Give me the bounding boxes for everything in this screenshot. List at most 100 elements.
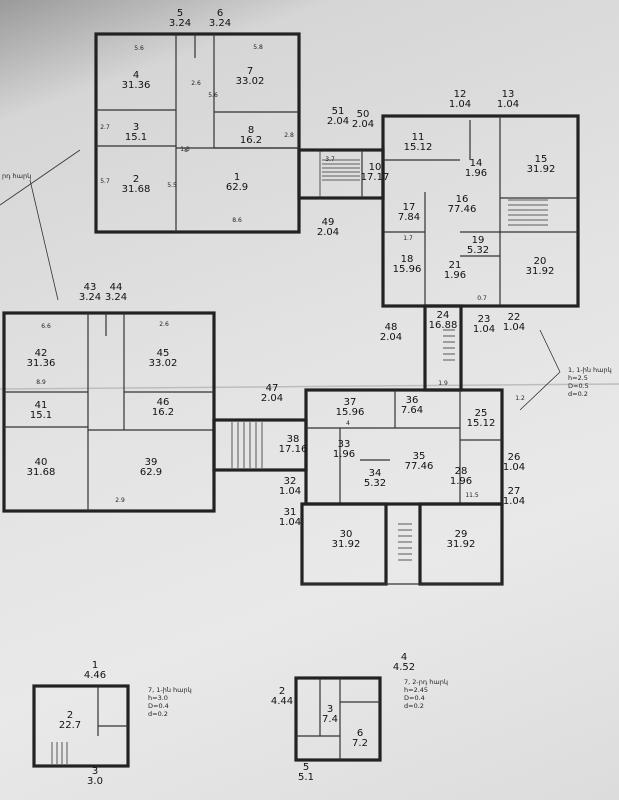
room-number: 17 [403, 202, 416, 213]
annex-room-area: 4.46 [84, 670, 106, 681]
annex-room-number: 2 [67, 710, 73, 721]
room-number: 1 [234, 172, 240, 183]
room-area: 31.68 [27, 467, 56, 478]
room-area: 2.04 [317, 227, 339, 238]
room-area: 16.88 [429, 320, 458, 331]
room-area: 1.04 [503, 462, 525, 473]
dimension-label: 5.7 [100, 178, 110, 185]
floor-note: D=0.5 [568, 382, 589, 390]
annex-1 [32, 684, 130, 768]
annex-room-area: 4.44 [271, 696, 293, 707]
room-number: 35 [413, 451, 426, 462]
room-area: 2.04 [380, 332, 402, 343]
room-area: 31.36 [27, 358, 56, 369]
room-area: 17.16 [279, 444, 308, 455]
room-area: 15.96 [393, 264, 422, 275]
room-area: 15.12 [404, 142, 433, 153]
room-number: 46 [157, 397, 170, 408]
room-number: 34 [369, 468, 382, 479]
room-area: 31.36 [122, 80, 151, 91]
room-number: 8 [248, 125, 254, 136]
room-number: 10 [369, 162, 382, 173]
dimension-label: 8 [184, 147, 188, 154]
annex-note: h=3.0 [148, 694, 168, 702]
annex-room-area: 4.52 [393, 662, 415, 673]
room-area: 5.32 [364, 478, 386, 489]
room-number: 23 [478, 314, 491, 325]
room-area: 1.96 [450, 476, 472, 487]
room-area: 1.04 [473, 324, 495, 335]
room-area: 31.68 [122, 184, 151, 195]
annex-note: D=0.4 [404, 694, 425, 702]
leader-line [0, 149, 81, 206]
floor-note: d=0.2 [568, 390, 588, 398]
room-area: 3.24 [209, 18, 231, 29]
dimension-label: 8.9 [36, 379, 46, 386]
room-number: 7 [247, 66, 253, 77]
upper-block-east [381, 114, 580, 308]
annex-room-area: 5.1 [298, 772, 314, 783]
room-area: 1.96 [465, 168, 487, 179]
room-number: 39 [145, 457, 158, 468]
annex-note: d=0.2 [404, 702, 424, 710]
dimension-label: 2.7 [100, 124, 110, 131]
fold-line [0, 383, 619, 390]
room-number: 15 [535, 154, 548, 165]
leader-line [519, 371, 561, 411]
annex-room-area: 7.2 [352, 738, 368, 749]
room-number: 30 [340, 529, 353, 540]
room-number: 43 [84, 282, 97, 293]
room-area: 31.92 [526, 266, 555, 277]
room-number: 48 [385, 322, 398, 333]
room-area: 33.02 [149, 358, 178, 369]
room-area: 1.96 [444, 270, 466, 281]
room-number: 4 [133, 70, 139, 81]
room-area: 31.92 [447, 539, 476, 550]
room-area: 3.24 [79, 292, 101, 303]
room-area: 7.64 [401, 405, 423, 416]
lower-block-east [300, 388, 504, 586]
room-number: 3 [133, 122, 139, 133]
dimension-label: 5.6 [134, 45, 144, 52]
annex-room-number: 3 [327, 704, 333, 715]
room-number: 2 [133, 174, 139, 185]
annex-room-number: 6 [357, 728, 363, 739]
dimension-label: 1.9 [438, 380, 448, 387]
room-area: 5.32 [467, 245, 489, 256]
room-number: 44 [110, 282, 123, 293]
dimension-label: 1.3 [180, 146, 190, 153]
room-number: 20 [534, 256, 547, 267]
room-area: 1.04 [503, 496, 525, 507]
lower-block-west [2, 311, 216, 513]
room-area: 1.04 [497, 99, 519, 110]
room-area: 2.04 [352, 119, 374, 130]
dimension-label: 0.7 [477, 295, 487, 302]
dimension-label: 6.6 [41, 323, 51, 330]
room-area: 2.04 [327, 116, 349, 127]
room-number: 11 [412, 132, 425, 143]
dimension-label: 11.5 [465, 492, 479, 499]
room-number: 24 [437, 310, 450, 321]
dimension-label: 2.6 [191, 80, 201, 87]
room-number: 50 [357, 109, 370, 120]
room-area: 16.2 [240, 135, 262, 146]
edge-note: րդ հարկ [2, 172, 31, 180]
upper-block-west [94, 32, 301, 234]
room-number: 49 [322, 217, 335, 228]
room-area: 16.2 [152, 407, 174, 418]
room-area: 3.24 [105, 292, 127, 303]
room-area: 77.46 [448, 204, 477, 215]
room-number: 12 [454, 89, 467, 100]
dimension-label: 4 [346, 420, 350, 427]
room-area: 77.46 [405, 461, 434, 472]
room-number: 18 [401, 254, 414, 265]
room-area: 31.92 [527, 164, 556, 175]
room-number: 47 [266, 383, 279, 394]
room-area: 1.04 [449, 99, 471, 110]
room-area: 15.1 [30, 410, 52, 421]
room-number: 33 [338, 439, 351, 450]
room-number: 42 [35, 348, 48, 359]
dimension-label: 2.8 [284, 132, 294, 139]
annex-note: 7, 1-ին հարկ [148, 686, 192, 694]
